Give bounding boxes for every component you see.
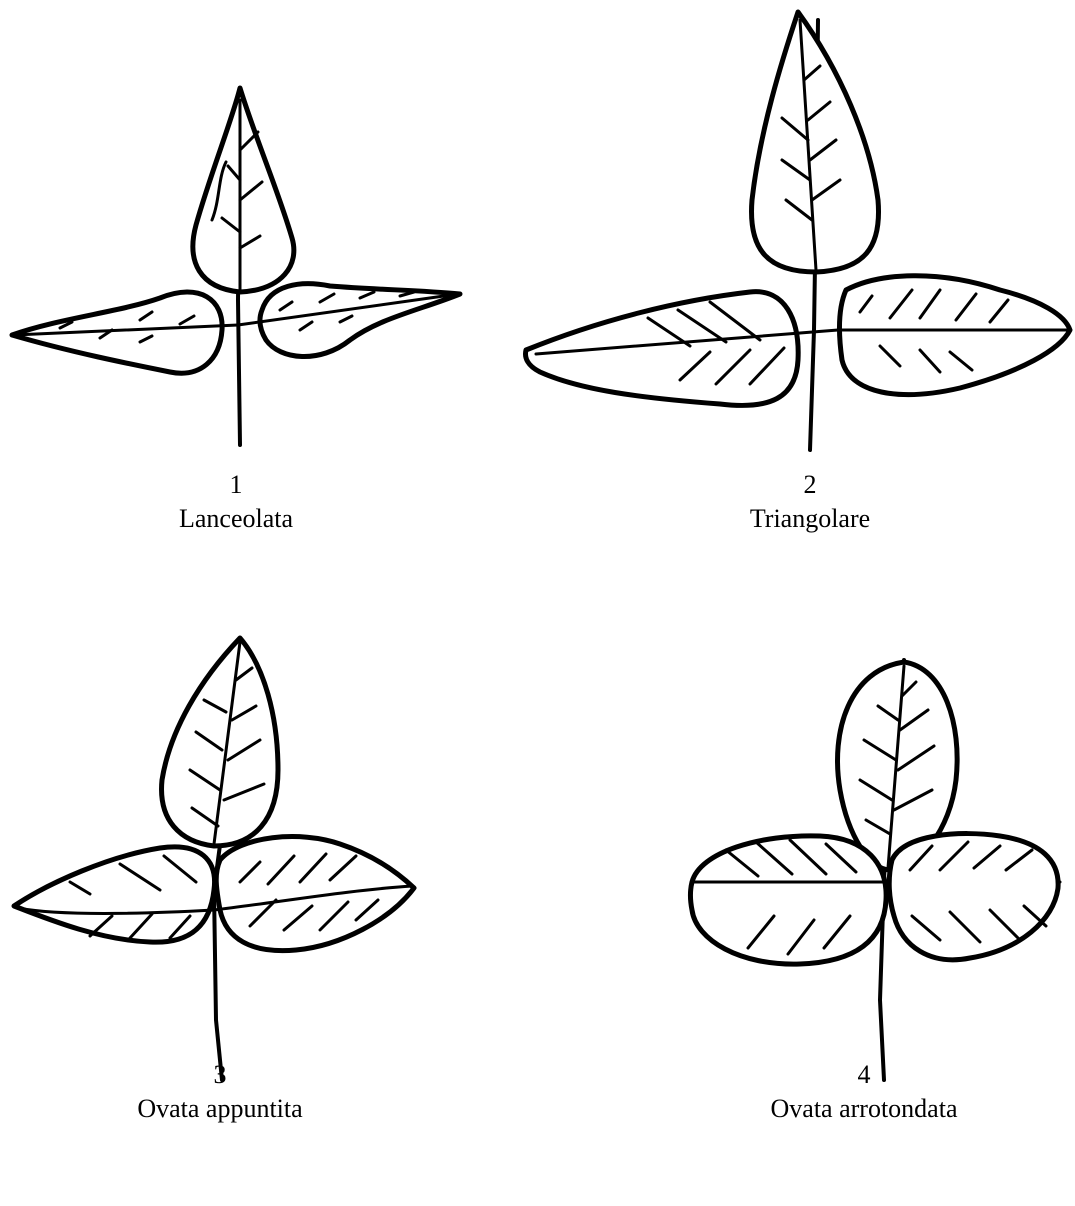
figure-name: Ovata arrotondata (744, 1092, 984, 1126)
lanceolate-trifoliate-leaf-icon (0, 0, 540, 460)
figure-name: Ovata appuntita (120, 1092, 320, 1126)
figure-number: 4 (744, 1058, 984, 1092)
pointed-ovate-trifoliate-leaf-icon (0, 620, 540, 1100)
figure-caption-4: 4 Ovata arrotondata (744, 1058, 984, 1126)
rounded-ovate-trifoliate-leaf-icon (520, 620, 1075, 1100)
figure-triangolare: 2 Triangolare (520, 0, 1075, 540)
figure-lanceolata: 1 Lanceolata (0, 0, 540, 540)
figure-caption-3: 3 Ovata appuntita (120, 1058, 320, 1126)
figure-number: 2 (710, 468, 910, 502)
figure-number: 3 (120, 1058, 320, 1092)
triangular-trifoliate-leaf-icon (520, 0, 1075, 460)
figure-number: 1 (136, 468, 336, 502)
figure-name: Triangolare (710, 502, 910, 536)
figure-ovata-arrotondata: 4 Ovata arrotondata (520, 620, 1075, 1206)
figure-caption-1: 1 Lanceolata (136, 468, 336, 536)
figure-ovata-appuntita: 3 Ovata appuntita (0, 620, 540, 1206)
figure-caption-2: 2 Triangolare (710, 468, 910, 536)
figure-name: Lanceolata (136, 502, 336, 536)
